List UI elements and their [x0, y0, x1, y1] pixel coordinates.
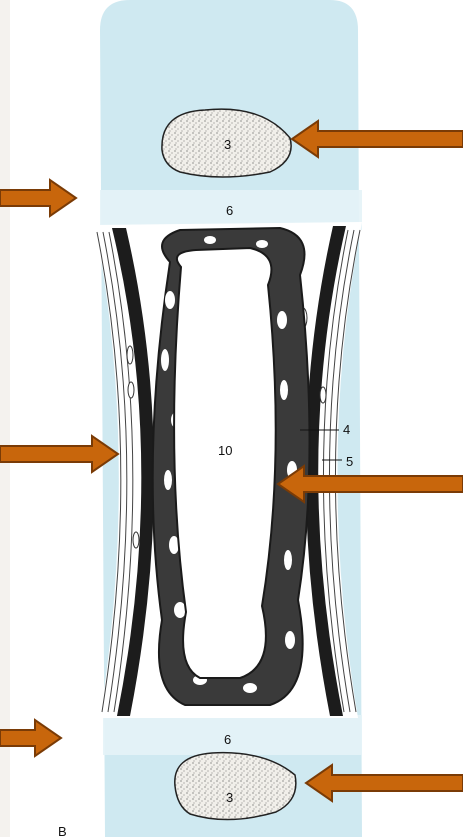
growth-plate-bottom-band: [103, 715, 362, 755]
label-marrow-cavity: 10: [218, 443, 232, 458]
spongy-bone: [153, 228, 310, 705]
label-5: 5: [346, 454, 353, 469]
label-growth-plate-bottom: 6: [224, 732, 231, 747]
corner-letter: B: [58, 824, 67, 837]
label-growth-plate-top: 6: [226, 203, 233, 218]
label-4: 4: [343, 422, 350, 437]
label-epiphysis-top: 3: [224, 137, 231, 152]
label-epiphysis-bottom: 3: [226, 790, 233, 805]
